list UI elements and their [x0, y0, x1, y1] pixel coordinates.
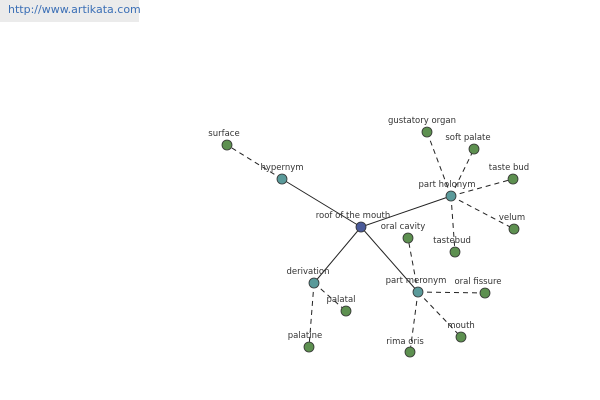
node-marker-meronym[interactable] [412, 286, 424, 298]
edge-derivation-palatine [308, 282, 315, 348]
graph-nodes: roof of the mouth hypernym part holonym par… [208, 116, 529, 358]
node-palatine[interactable]: palatine [288, 331, 323, 353]
node-marker-tastebud2[interactable] [449, 246, 461, 258]
node-label-surface: surface [208, 129, 239, 139]
node-marker-hypernym[interactable] [276, 173, 288, 185]
node-softpalate[interactable]: soft palate [445, 133, 491, 155]
node-marker-palatine[interactable] [303, 341, 315, 353]
node-marker-rimaoris[interactable] [404, 346, 416, 358]
node-holonym[interactable]: part holonym [419, 180, 476, 202]
edge-derivation-palatal [313, 282, 347, 312]
node-marker-derivation[interactable] [308, 277, 320, 289]
node-label-derivation: derivation [286, 267, 329, 277]
node-label-oralcavity: oral cavity [381, 222, 426, 232]
node-velum[interactable]: velum [499, 213, 525, 235]
node-label-oralfissure: oral fissure [454, 277, 501, 287]
node-marker-gustatory[interactable] [421, 126, 433, 138]
edge-roof-derivation [313, 226, 362, 284]
node-marker-surface[interactable] [221, 139, 233, 151]
node-mouth[interactable]: mouth [447, 321, 475, 343]
node-marker-softpalate[interactable] [468, 143, 480, 155]
edge-holonym-tastebud2 [450, 195, 456, 253]
node-marker-velum[interactable] [508, 223, 520, 235]
node-label-softpalate: soft palate [445, 133, 490, 143]
node-label-rimaoris: rima oris [386, 337, 424, 347]
url-banner: http://www.artikata.com [0, 0, 141, 22]
node-rimaoris[interactable]: rima oris [386, 337, 424, 358]
node-roof[interactable]: roof of the mouth [316, 211, 391, 233]
node-gustatory[interactable]: gustatory organ [388, 116, 456, 138]
edge-holonym-velum [450, 195, 515, 230]
node-palatal[interactable]: palatal [326, 295, 356, 317]
edge-meronym-rimaoris [409, 291, 419, 353]
edge-roof-holonym [360, 195, 452, 228]
node-marker-oralcavity[interactable] [402, 232, 414, 244]
edge-roof-meronym [360, 226, 419, 293]
node-label-palatal: palatal [326, 295, 355, 305]
node-label-tastebud2: tastebud [433, 236, 471, 246]
edge-meronym-oralcavity [407, 237, 419, 293]
node-marker-mouth[interactable] [455, 331, 467, 343]
node-oralfissure[interactable]: oral fissure [454, 277, 502, 299]
site-url-link[interactable]: http://www.artikata.com [8, 3, 141, 16]
node-marker-oralfissure[interactable] [479, 287, 491, 299]
node-marker-palatal[interactable] [340, 305, 352, 317]
node-label-hypernym: hypernym [260, 163, 303, 173]
node-tastebud2[interactable]: tastebud [433, 236, 471, 258]
node-label-roof: roof of the mouth [316, 211, 391, 221]
node-label-palatine: palatine [288, 331, 323, 341]
node-label-mouth: mouth [447, 321, 475, 331]
edge-holonym-gustatory [426, 131, 452, 197]
node-marker-tastebud[interactable] [507, 173, 519, 185]
node-surface[interactable]: surface [208, 129, 240, 151]
node-label-velum: velum [499, 213, 525, 223]
node-label-gustatory: gustatory organ [388, 116, 456, 126]
edge-roof-hypernym [281, 178, 362, 228]
node-tastebud[interactable]: taste bud [489, 163, 529, 185]
node-meronym[interactable]: part meronym [386, 276, 447, 298]
edge-hypernym-surface [226, 144, 283, 180]
edge-meronym-mouth [417, 291, 462, 338]
node-label-holonym: part holonym [419, 180, 476, 190]
node-label-tastebud: taste bud [489, 163, 529, 173]
node-label-meronym: part meronym [386, 276, 447, 286]
node-marker-roof[interactable] [355, 221, 367, 233]
graph-edges [226, 131, 515, 353]
node-oralcavity[interactable]: oral cavity [381, 222, 426, 244]
node-marker-holonym[interactable] [445, 190, 457, 202]
edge-holonym-tastebud [450, 178, 514, 197]
node-hypernym[interactable]: hypernym [260, 163, 304, 185]
node-derivation[interactable]: derivation [286, 267, 330, 289]
edge-meronym-oralfissure [417, 291, 486, 294]
